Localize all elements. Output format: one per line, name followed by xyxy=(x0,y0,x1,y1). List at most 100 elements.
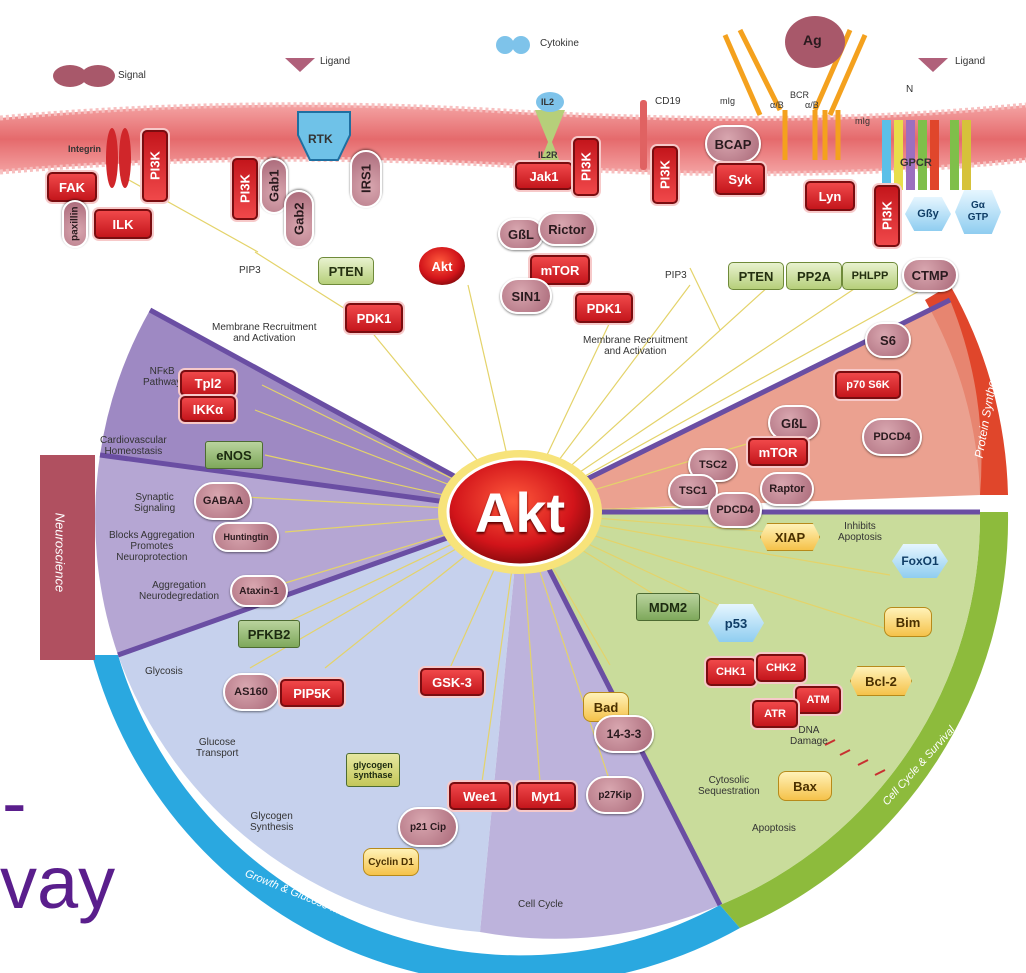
ligand-right-label: Ligand xyxy=(955,56,986,67)
cytokine-shape-1 xyxy=(496,36,514,54)
bcap-node: BCAP xyxy=(705,125,761,163)
glycogen-synthesis-label: Glycogen Synthesis xyxy=(250,811,294,833)
gab2-node: Gab2 xyxy=(284,190,314,248)
paxillin-node: paxillin xyxy=(62,200,88,248)
chk2-node: CHK2 xyxy=(756,654,806,682)
bax-node: Bax xyxy=(778,771,832,801)
blocks-aggregation-label: Blocks Aggregation Promotes Neuroprotect… xyxy=(109,530,195,563)
bcr-label: BCR xyxy=(790,90,810,100)
pi3k-3-node: PI3K xyxy=(573,138,599,196)
huntingtin-node: Huntingtin xyxy=(213,522,279,552)
sector-survival xyxy=(520,512,981,905)
mdm2-node: MDM2 xyxy=(636,593,700,621)
raptor-node: Raptor xyxy=(760,472,814,506)
akt-core xyxy=(446,457,594,567)
glycogen-synthase-node: glycogen synthase xyxy=(346,753,400,787)
ag-label: Ag xyxy=(803,32,822,48)
aggregation-label: Aggregation Neurodegredation xyxy=(139,580,220,602)
sin1-node: SIN1 xyxy=(500,278,552,314)
pdcd4-top-node: PDCD4 xyxy=(862,418,922,456)
pdk1-left-node: PDK1 xyxy=(345,303,403,333)
cytosolic-label: Cytosolic Sequestration xyxy=(698,775,760,797)
band-survival xyxy=(720,512,1009,928)
atr-node: ATR xyxy=(752,700,798,728)
bcl2-node: Bcl-2 xyxy=(850,666,912,696)
il2-label: IL2 xyxy=(541,97,555,107)
g-beta-gamma-node: Gßy xyxy=(905,197,951,231)
cytokine-shape-2 xyxy=(512,36,530,54)
integrin-label: Integrin xyxy=(68,144,101,154)
chk1-node: CHK1 xyxy=(706,658,756,686)
g-alpha-text: Gα xyxy=(971,200,985,211)
membrane-recruitment-left: Membrane Recruitment and Activation xyxy=(212,322,317,344)
alpha-beta-2: α/B xyxy=(805,100,819,110)
synaptic-label: Synaptic Signaling xyxy=(134,492,176,514)
n-label: N xyxy=(906,84,914,95)
enos-node: eNOS xyxy=(205,441,263,469)
rtk-label: RTK xyxy=(308,132,333,146)
gpcr-bars xyxy=(882,120,971,190)
myt1-node: Myt1 xyxy=(516,782,576,810)
xiap-node: XIAP xyxy=(760,523,820,551)
cd19-label: CD19 xyxy=(655,96,681,107)
gbl-right-node: GßL xyxy=(768,405,820,441)
dna-damage-label: DNA Damage xyxy=(790,725,828,747)
cd19-shape xyxy=(640,100,647,170)
akt-small-node: Akt xyxy=(431,258,453,274)
gbl-top-node: GßL xyxy=(498,218,544,250)
signal-label: Signal xyxy=(118,70,146,81)
ligand-left-label: Ligand xyxy=(320,56,351,67)
il2r-shape xyxy=(535,110,565,175)
dna-damage-marks xyxy=(824,739,886,776)
bim-node: Bim xyxy=(884,607,932,637)
cell-membrane xyxy=(0,104,1026,174)
sector-protein xyxy=(520,300,982,512)
integrin-shape-1 xyxy=(106,128,118,188)
gpcr-label: GPCR xyxy=(900,157,932,169)
neuroscience-title: Neuroscience xyxy=(52,512,68,593)
s6-node: S6 xyxy=(865,322,911,358)
pfkb2-node: PFKB2 xyxy=(238,620,300,648)
phlpp-node: PHLPP xyxy=(842,262,898,290)
ilk-node: ILK xyxy=(94,209,152,239)
pdk1-right-node: PDK1 xyxy=(575,293,633,323)
p21cip-node: p21 Cip xyxy=(398,807,458,847)
g-alpha-gtp-node: Gα GTP xyxy=(955,190,1001,234)
il2-shape xyxy=(536,92,564,112)
fak-node: FAK xyxy=(47,172,97,202)
signal-shape-2 xyxy=(81,65,115,87)
irs1-node: IRS1 xyxy=(350,150,382,208)
pdcd4-mid-node: PDCD4 xyxy=(708,492,762,528)
mtor-right-node: mTOR xyxy=(748,438,808,466)
signal-shape-1 xyxy=(53,65,87,87)
p70s6k-node: p70 S6K xyxy=(835,371,901,399)
ag-shape xyxy=(785,16,845,68)
ligand-left-shape xyxy=(285,58,315,72)
apoptosis-label: Apoptosis xyxy=(752,823,796,834)
pten-right-node: PTEN xyxy=(728,262,784,290)
pi3k-5-node: PI3K xyxy=(874,185,900,247)
as160-node: AS160 xyxy=(223,673,279,711)
ikka-node: IKKα xyxy=(180,396,236,422)
small-akt-oval xyxy=(417,245,467,287)
rtk-shape xyxy=(297,111,351,161)
foxo1-node: FoxO1 xyxy=(892,544,948,578)
ligand-right-shape xyxy=(918,58,948,72)
ataxin-node: Ataxin-1 xyxy=(230,575,288,607)
band-growth xyxy=(92,655,740,973)
glucose-transport-label: Glucose Transport xyxy=(196,737,239,759)
p27kip-node: p27Kip xyxy=(586,776,644,814)
cardio-label: Cardiovascular Homeostasis xyxy=(100,435,167,457)
inhibits-apoptosis-label: Inhibits Apoptosis xyxy=(838,521,882,543)
mig-left-label: mIg xyxy=(720,96,736,106)
membrane-dots-top xyxy=(0,102,1026,122)
integrin-shape-2 xyxy=(119,128,131,188)
pp2a-node: PP2A xyxy=(786,262,842,290)
pi3k-2-node: PI3K xyxy=(232,158,258,220)
akt-center-label: Akt xyxy=(474,480,566,544)
pi3k-1-node: PI3K xyxy=(142,130,168,202)
alpha-beta-1: α/B xyxy=(770,100,784,110)
wee1-node: Wee1 xyxy=(449,782,511,810)
